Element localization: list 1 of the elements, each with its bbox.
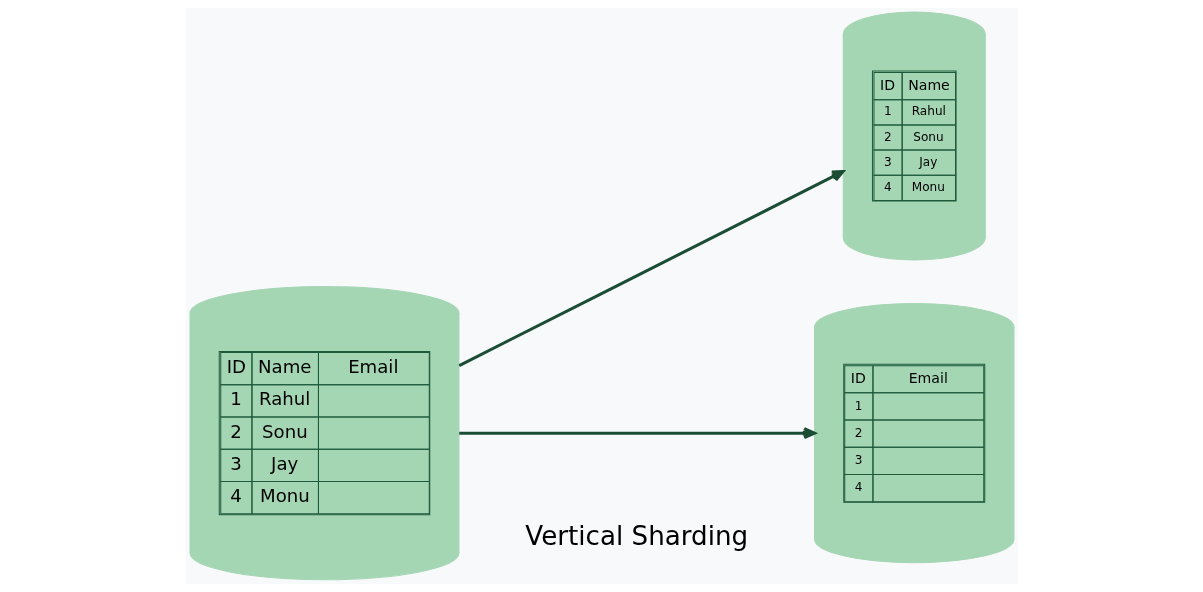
label: Vertical Sharding <box>524 521 748 552</box>
